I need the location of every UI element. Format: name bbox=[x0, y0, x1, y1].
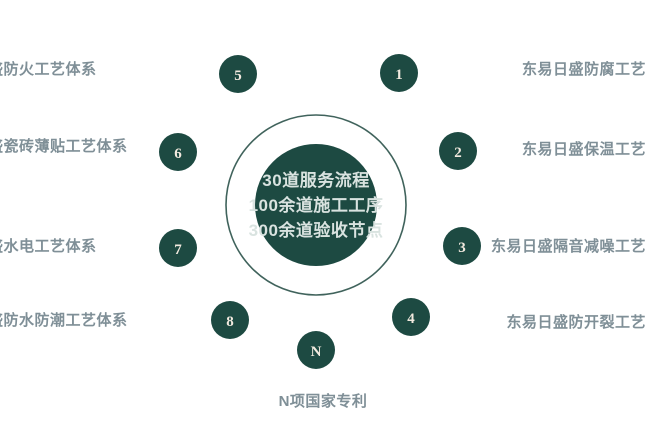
label-right-4: 东易日盛防开裂工艺 bbox=[506, 314, 646, 331]
node-6[interactable]: 6 bbox=[159, 133, 197, 171]
center-line-1: 30道服务流程 bbox=[262, 170, 369, 190]
node-1[interactable]: 1 bbox=[380, 54, 418, 92]
node-3[interactable]: 3 bbox=[443, 227, 481, 265]
node-8-circle bbox=[211, 301, 249, 339]
label-right-1: 东易日盛防腐工艺 bbox=[521, 61, 646, 78]
node-6-label: 6 bbox=[174, 146, 182, 162]
node-2-circle bbox=[439, 132, 477, 170]
center-disc bbox=[255, 144, 377, 266]
node-4[interactable]: 4 bbox=[392, 298, 430, 336]
node-6-circle bbox=[159, 133, 197, 171]
node-2-label: 2 bbox=[454, 145, 462, 161]
node-5-circle bbox=[219, 55, 257, 93]
node-4-label: 4 bbox=[407, 311, 415, 327]
node-3-label: 3 bbox=[458, 240, 466, 256]
label-left-1: 盛防火工艺体系 bbox=[0, 61, 97, 78]
node-7[interactable]: 7 bbox=[159, 229, 197, 267]
node-7-circle bbox=[159, 229, 197, 267]
node-n-circle bbox=[297, 331, 335, 369]
node-7-label: 7 bbox=[174, 242, 182, 258]
center-line-3: 300余道验收节点 bbox=[249, 220, 384, 240]
node-n[interactable]: N bbox=[297, 331, 335, 369]
outer-ring bbox=[225, 114, 407, 296]
label-right-2: 东易日盛保温工艺 bbox=[521, 141, 646, 158]
bottom-caption: N项国家专利 bbox=[278, 393, 368, 410]
node-5[interactable]: 5 bbox=[219, 55, 257, 93]
center-line-2: 100余道施工工序 bbox=[249, 195, 384, 215]
node-1-label: 1 bbox=[395, 67, 403, 83]
label-left-2: 盛瓷砖薄贴工艺体系 bbox=[0, 138, 128, 155]
node-2[interactable]: 2 bbox=[439, 132, 477, 170]
label-right-3: 东易日盛隔音减噪工艺 bbox=[490, 238, 646, 255]
node-8-label: 8 bbox=[226, 314, 234, 330]
node-8[interactable]: 8 bbox=[211, 301, 249, 339]
node-n-label: N bbox=[311, 344, 322, 360]
node-1-circle bbox=[380, 54, 418, 92]
node-5-label: 5 bbox=[234, 68, 242, 84]
label-left-4: 盛防水防潮工艺体系 bbox=[0, 312, 128, 329]
node-3-circle bbox=[443, 227, 481, 265]
node-4-circle bbox=[392, 298, 430, 336]
label-left-3: 盛水电工艺体系 bbox=[0, 238, 97, 255]
